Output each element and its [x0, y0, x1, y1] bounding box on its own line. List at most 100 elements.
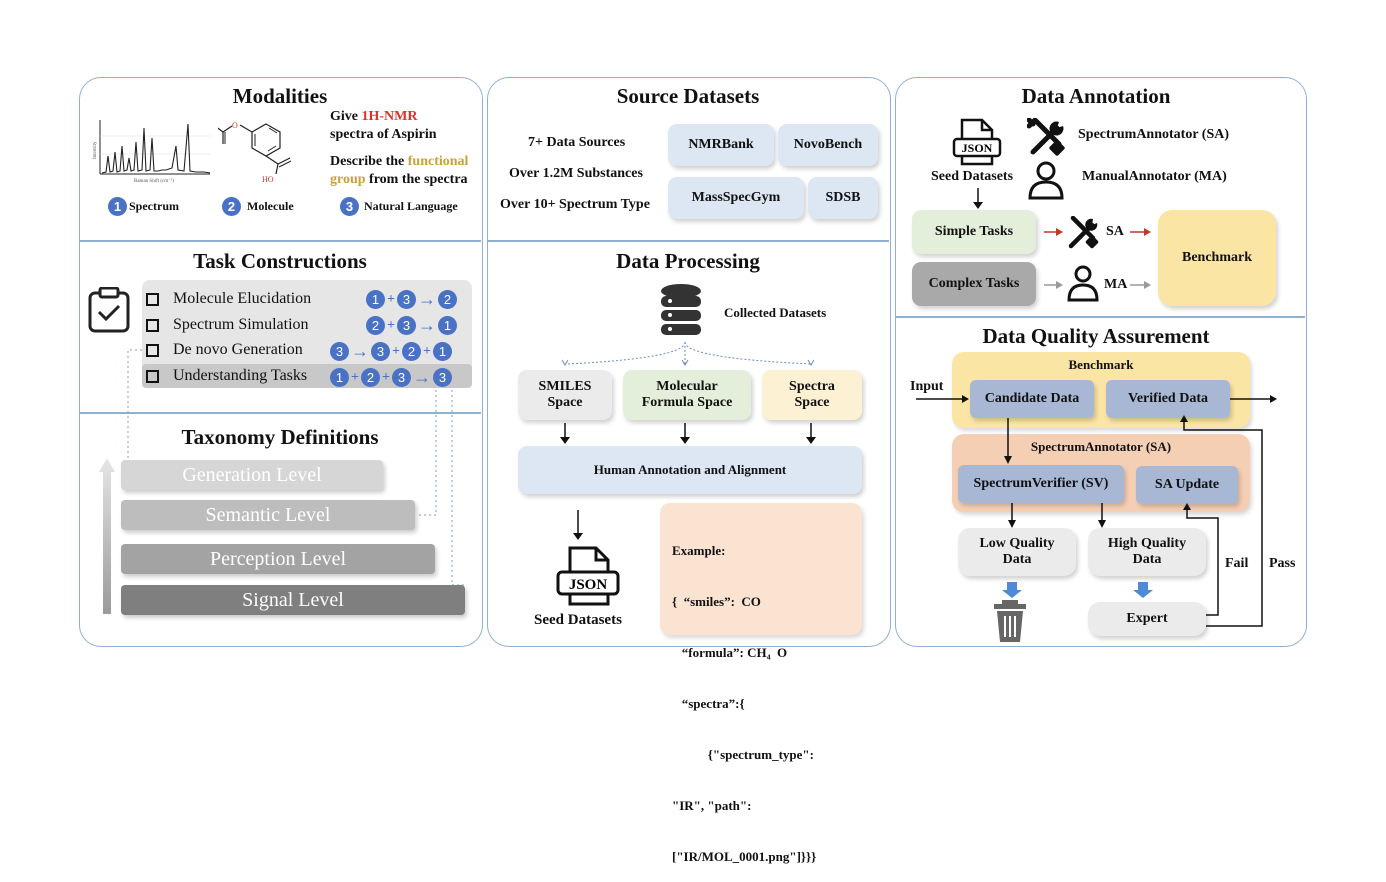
dataset-massspecgym: MassSpecGym [668, 177, 804, 219]
modality-circle: 1 [437, 316, 457, 335]
source-stat: Over 10+ Spectrum Type [500, 197, 650, 212]
example-line: { “smiles”: CO [672, 594, 761, 609]
source-stat: Over 1.2M Substances [509, 166, 643, 181]
plus-sign: + [422, 343, 431, 359]
tasks-title: Task Constructions [193, 249, 367, 273]
input-label: Input [910, 379, 944, 394]
benchmark-box: Benchmark [1158, 210, 1276, 306]
modality-circle: 3 [396, 316, 416, 335]
json-text: JSON [569, 577, 608, 593]
arrow-sign: → [417, 315, 436, 335]
fg-highlight-1: functional [407, 154, 469, 169]
modality-circle: 1 [432, 342, 452, 361]
fail-label: Fail [1225, 556, 1249, 571]
example-line: "IR", "path": [672, 798, 752, 813]
left-separator-2 [80, 412, 481, 414]
space-line1: Molecular [656, 379, 718, 394]
task-sequence: 3→3+2+1 [330, 341, 452, 362]
benchmark-group-label: Benchmark [1068, 357, 1134, 372]
understanding-highlight [142, 364, 472, 388]
candidate-data: Candidate Data [970, 380, 1094, 418]
plot-xlabel: Raman Shift (cm⁻¹) [134, 178, 174, 184]
arrow-sign: → [412, 367, 431, 387]
spectrum-plot-icon: Intensity Raman Shift (cm⁻¹) [93, 120, 211, 184]
dataset-nmrbank: NMRBank [668, 124, 774, 166]
clipboard-icon [88, 287, 130, 333]
nmr-highlight: 1H-NMR [361, 109, 418, 124]
space-line2: Space [794, 395, 830, 410]
modality-circle: 3 [396, 290, 416, 309]
arrow-sign: → [351, 341, 369, 361]
task-sequence: 1+3→2 [366, 289, 457, 310]
modality-circle: 2 [437, 290, 457, 309]
modality-circle: 3 [371, 342, 390, 361]
modality-circle: 2 [366, 316, 385, 335]
modality-circle: 3 [391, 368, 411, 387]
plot-ylabel: Intensity [93, 141, 98, 159]
nmr-prompt: Give 1H-NMR spectra of Aspirin [330, 108, 437, 144]
example-line: “spectra”:{ [672, 696, 745, 711]
task-label: Understanding Tasks [173, 367, 308, 384]
low-quality-data: Low Quality Data [958, 528, 1076, 576]
person-icon [1028, 161, 1064, 200]
fg-prefix: Describe the [330, 154, 408, 169]
task-label: Spectrum Simulation [173, 316, 309, 333]
oh-label: HO [262, 175, 274, 184]
modalities-title: Modalities [232, 84, 328, 108]
left-separator-1 [80, 240, 481, 242]
json-file-icon: JSON [556, 546, 620, 606]
task-row: Spectrum Simulation [146, 316, 309, 334]
aspirin-molecule-icon: O HO [218, 121, 292, 184]
plus-sign: + [381, 369, 390, 385]
space-line1: SMILES [538, 379, 592, 394]
json-seed-icon: JSON [952, 118, 1002, 166]
modality-label: Molecule [247, 199, 294, 213]
plus-sign: + [387, 317, 395, 333]
ma-person-icon [1067, 265, 1099, 302]
fg-highlight-2: group [330, 172, 366, 187]
example-line: ["IR/MOL_0001.png"]}}} [672, 849, 817, 864]
high-line1: High Quality [1107, 536, 1187, 551]
modality-circle: 2 [360, 368, 380, 387]
level-arrow [99, 458, 115, 614]
nmr-prompt-prefix: Give [330, 109, 362, 124]
sa-legend: SpectrumAnnotator (SA) [1078, 127, 1230, 142]
modality-label: Natural Language [364, 199, 458, 213]
task-row: Molecule Elucidation [146, 290, 311, 308]
sa-group-label: SpectrumAnnotator (SA) [1030, 439, 1172, 454]
collected-label: Collected Datasets [724, 305, 827, 320]
checkbox-icon [146, 369, 159, 383]
modality-item-spectrum: 1 Spectrum [108, 197, 179, 216]
example-box: Example: { “smiles”: CO “formula”: CH₄ O… [660, 503, 862, 864]
task-sequence: 1+2+3→3 [330, 367, 452, 388]
plus-sign: + [351, 369, 359, 385]
low-line2: Data [1002, 552, 1032, 567]
circle-1: 1 [108, 197, 127, 216]
annotation-arrows [973, 188, 1151, 289]
task-row: De novo Generation [146, 341, 303, 359]
modality-item-molecule: 2 Molecule [222, 197, 294, 216]
low-line1: Low Quality [979, 536, 1055, 551]
space-line1: Spectra [789, 379, 835, 394]
task-sequence: 2+3→1 [366, 315, 457, 336]
ma-legend: ManualAnnotator (MA) [1082, 169, 1227, 184]
quality-title: Data Quality Assurement [982, 324, 1210, 348]
processing-title: Data Processing [616, 249, 760, 273]
sa-tools-icon [1068, 216, 1099, 249]
checkbox-icon [146, 292, 159, 306]
modality-circle: 1 [366, 290, 385, 309]
dataset-novobench: NovoBench [778, 124, 878, 166]
example-line: Example: [672, 543, 726, 558]
high-quality-data: High Quality Data [1088, 528, 1206, 576]
verified-data: Verified Data [1106, 380, 1230, 418]
modality-circle: 3 [432, 368, 452, 387]
alignment-box: Human Annotation and Alignment [518, 446, 862, 494]
example-line: {"spectrum_type": [672, 747, 814, 762]
sa-short-label: SA [1106, 224, 1124, 239]
sa-update: SA Update [1136, 466, 1238, 504]
spectrum-verifier: SpectrumVerifier (SV) [958, 465, 1124, 503]
dataset-sdsb: SDSB [808, 177, 878, 219]
fg-prompt: Describe the functional group from the s… [330, 153, 480, 189]
task-row: Understanding Tasks [146, 367, 307, 385]
source-title: Source Datasets [616, 84, 760, 108]
